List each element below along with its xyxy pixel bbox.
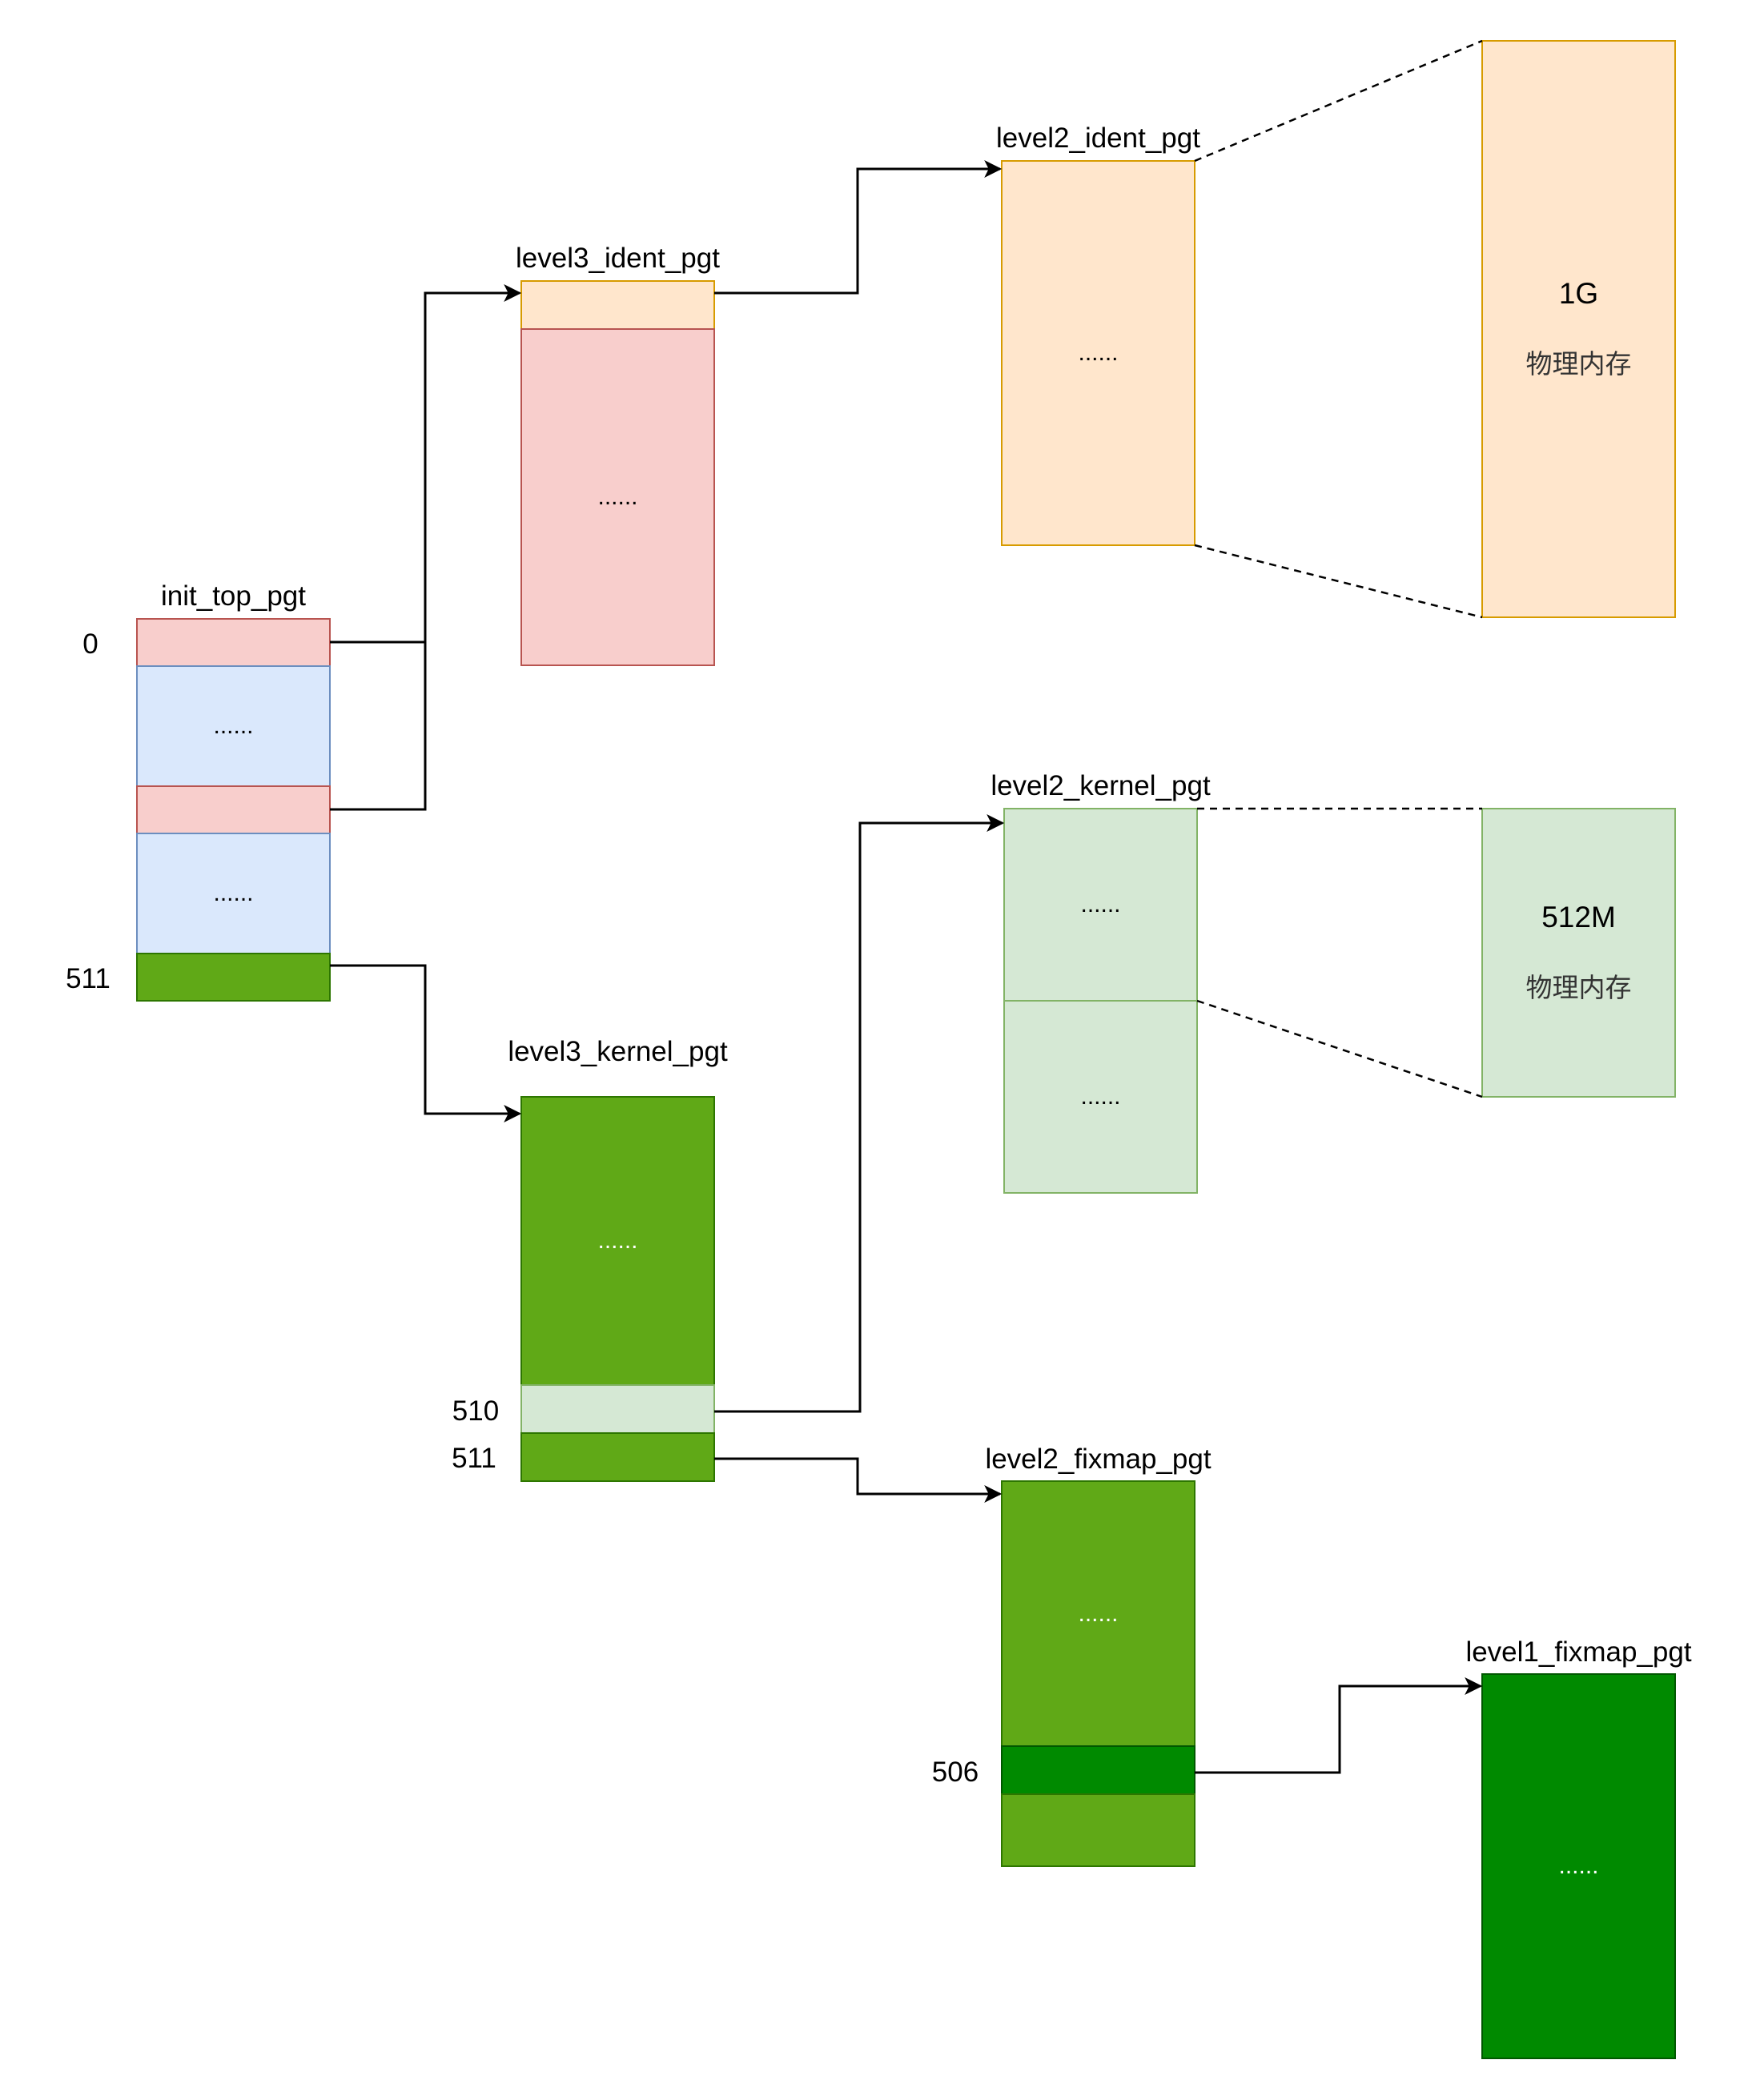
level2-ident-pgt-table xyxy=(1001,160,1195,546)
init-top-pgt-table xyxy=(136,618,331,1002)
level2-fixmap-pgt-title: level2_fixmap_pgt xyxy=(985,1443,1212,1475)
level3-ident-pgt-title: level3_ident_pgt xyxy=(516,243,720,274)
connector-init-511-to-level3-kernel xyxy=(330,964,522,1122)
level3-kernel-pgt-entry-510 xyxy=(520,1384,715,1434)
connector-level3-ident-to-level2-ident xyxy=(714,160,1003,295)
physical-memory-512m-label: 512M 物理内存 xyxy=(1482,809,1675,1097)
level2-kernel-pgt-title: level2_kernel_pgt xyxy=(991,770,1211,801)
memory-1g-size: 1G xyxy=(1558,277,1599,310)
connector-level2-fixmap-506-to-level1-fixmap xyxy=(1195,1677,1483,1774)
level2-ident-pgt-title: level2_ident_pgt xyxy=(996,122,1200,154)
init-top-pgt-entry-511 xyxy=(136,953,331,1002)
connectors xyxy=(330,160,1483,1774)
level3-kernel-pgt-title: level3_kernel_pgt xyxy=(508,1036,728,1067)
init-top-pgt-index-0: 0 xyxy=(82,628,98,660)
level3-ident-pgt-entry-0 xyxy=(520,280,715,330)
level3-kernel-pgt-table xyxy=(520,1096,715,1482)
level1-fixmap-pgt-ellipsis: ...... xyxy=(1558,1853,1599,1879)
init-top-pgt-ellipsis-1: ...... xyxy=(213,713,254,739)
level2-kernel-pgt-table xyxy=(1003,808,1198,1194)
memory-512m-desc: 物理内存 xyxy=(1525,972,1632,1003)
level3-ident-pgt-table xyxy=(520,280,715,666)
level3-ident-pgt-ellipsis: ...... xyxy=(597,484,638,510)
ident-map-bottom-line xyxy=(1194,544,1483,619)
level2-ident-pgt-ellipsis: ...... xyxy=(1078,339,1119,366)
level2-kernel-pgt-ellipsis-1: ...... xyxy=(1080,891,1121,917)
level2-fixmap-pgt-ellipsis: ...... xyxy=(1078,1600,1119,1627)
init-top-pgt-title: init_top_pgt xyxy=(161,580,306,612)
connector-level3-kernel-511-to-level2-fixmap xyxy=(714,1457,1003,1503)
init-top-pgt-ellipsis-2: ...... xyxy=(213,880,254,906)
memory-512m-size: 512M xyxy=(1541,901,1616,934)
level3-ident-pgt-range xyxy=(520,328,715,666)
level3-kernel-pgt-entry-511 xyxy=(520,1432,715,1482)
physical-memory-1g xyxy=(1481,40,1676,618)
level3-kernel-pgt-index-510: 510 xyxy=(452,1395,500,1427)
level2-kernel-pgt-ellipsis-2: ...... xyxy=(1080,1083,1121,1110)
level2-kernel-pgt-range-2 xyxy=(1003,1000,1198,1194)
init-top-pgt-entry-mid xyxy=(136,785,331,834)
mapping-lines xyxy=(1194,39,1483,1098)
physical-memory-512m xyxy=(1481,808,1676,1098)
level2-kernel-pgt-range-1 xyxy=(1003,808,1198,1002)
level1-fixmap-pgt-title: level1_fixmap_pgt xyxy=(1465,1636,1692,1668)
connector-level3-kernel-510-to-level2-kernel xyxy=(714,814,1005,1413)
physical-memory-1g-label: 1G 物理内存 xyxy=(1482,41,1675,617)
init-top-pgt-index-511: 511 xyxy=(66,963,111,994)
level2-fixmap-pgt-range xyxy=(1001,1480,1195,1747)
level2-fixmap-pgt-tail xyxy=(1001,1793,1195,1867)
ident-map-top-line xyxy=(1194,39,1483,163)
init-top-pgt-entry-0 xyxy=(136,618,331,667)
level2-fixmap-pgt-table xyxy=(1001,1480,1195,1867)
level2-fixmap-pgt-index-506: 506 xyxy=(931,1757,979,1788)
level3-kernel-pgt-ellipsis: ...... xyxy=(597,1227,638,1254)
kernel-map-bottom-line xyxy=(1196,999,1483,1098)
level2-fixmap-pgt-entry-506 xyxy=(1001,1745,1195,1795)
level3-kernel-pgt-index-511: 511 xyxy=(452,1443,496,1474)
init-top-pgt-range-1 xyxy=(136,665,331,787)
connector-init-mid-to-level3-ident xyxy=(330,642,427,811)
init-top-pgt-range-2 xyxy=(136,833,331,954)
memory-1g-desc: 物理内存 xyxy=(1525,348,1632,379)
level1-fixmap-pgt-table xyxy=(1481,1673,1676,2059)
connector-init-0-to-level3-ident xyxy=(330,284,522,644)
level3-kernel-pgt-range xyxy=(520,1096,715,1386)
